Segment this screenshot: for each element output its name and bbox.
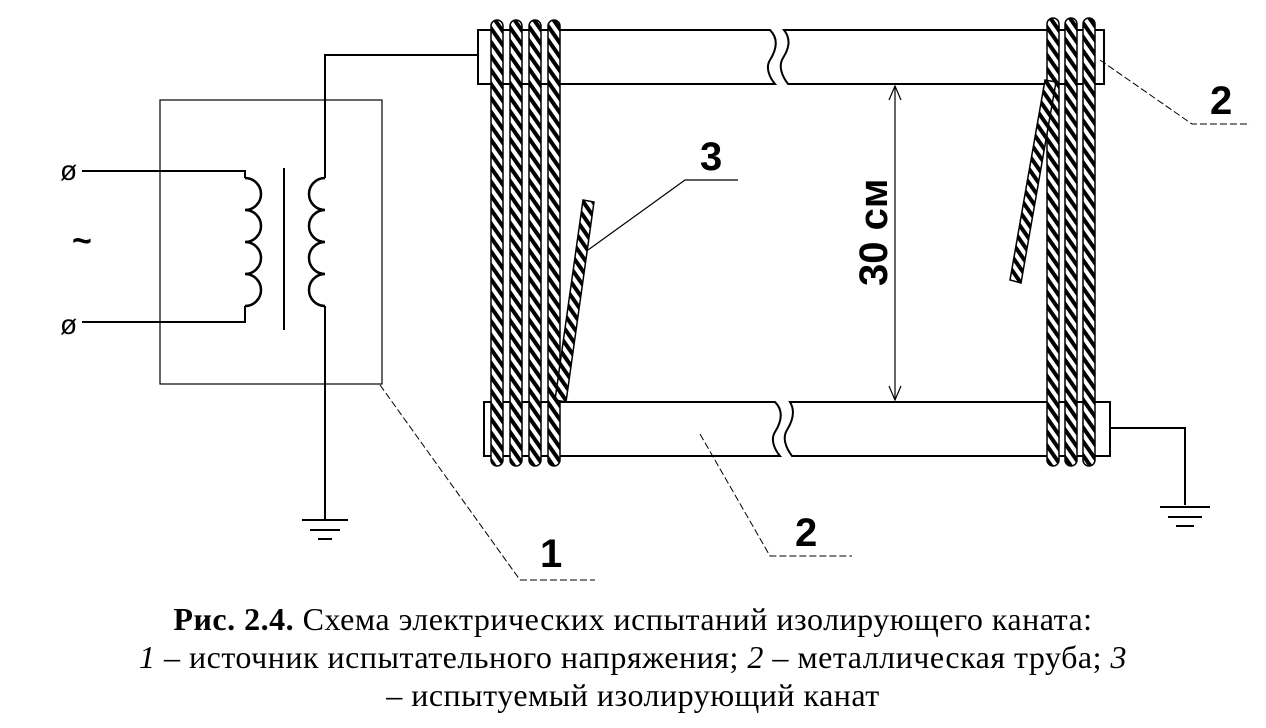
caption-line-2: 1 – источник испытательного напряжения; … (0, 638, 1266, 676)
terminal-top-icon: ø (60, 155, 77, 186)
callout-label-2-bottom: 2 (795, 511, 817, 555)
caption-item2-text: – металлическая труба; (772, 639, 1102, 675)
transformer-enclosure (159, 99, 383, 385)
figure-caption: Рис. 2.4. Схема электрических испытаний … (0, 600, 1266, 728)
caption-item1-num: 1 (139, 639, 156, 675)
caption-item2-num: 2 (747, 639, 764, 675)
callout-label-1: 1 (540, 532, 562, 576)
caption-fig-ref: Рис. 2.4. (173, 601, 295, 637)
secondary-lead-top (324, 54, 478, 178)
transformer-unit: ø ø ~ (60, 54, 478, 520)
caption-title: Схема электрических испытаний изолирующе… (302, 601, 1093, 637)
callout-label-3: 3 (700, 135, 722, 179)
secondary-coil (307, 176, 326, 308)
caption-item3-num: 3 (1110, 639, 1127, 675)
primary-coil (244, 176, 263, 308)
diagram-canvas: ø ø ~ (60, 17, 1250, 581)
top-pipe (477, 29, 1105, 85)
caption-line-1: Рис. 2.4. Схема электрических испытаний … (0, 600, 1266, 638)
caption-line-3: – испытуемый изолирующий канат (0, 676, 1266, 714)
callout-leader-2-top (1099, 59, 1250, 125)
caption-item3-text: – испытуемый изолирующий канат (386, 677, 880, 713)
callout-leader-2-bottom (699, 433, 852, 557)
primary-lead-top (82, 170, 246, 178)
ground-icon-left (302, 519, 348, 540)
callout-leader-3 (587, 179, 738, 251)
ground-icon-right (1160, 506, 1210, 527)
bottom-pipe (483, 401, 1111, 457)
callout-label-2-top: 2 (1210, 79, 1232, 123)
primary-lead-bottom (82, 306, 246, 323)
ac-source-icon: ~ (72, 222, 92, 260)
ground-lead-right (1110, 427, 1186, 505)
terminal-bottom-icon: ø (60, 309, 77, 340)
loose-rope-end-left (554, 199, 595, 403)
dimension-line (888, 84, 902, 402)
rope-strands-left (490, 19, 561, 467)
caption-item1-text: – источник испытательного напряжения; (164, 639, 739, 675)
loose-rope-end-right (1009, 79, 1057, 284)
rope-strands-right (1046, 17, 1096, 467)
dimension-label: 30 см (852, 179, 896, 286)
callout-leader-1 (379, 384, 595, 581)
